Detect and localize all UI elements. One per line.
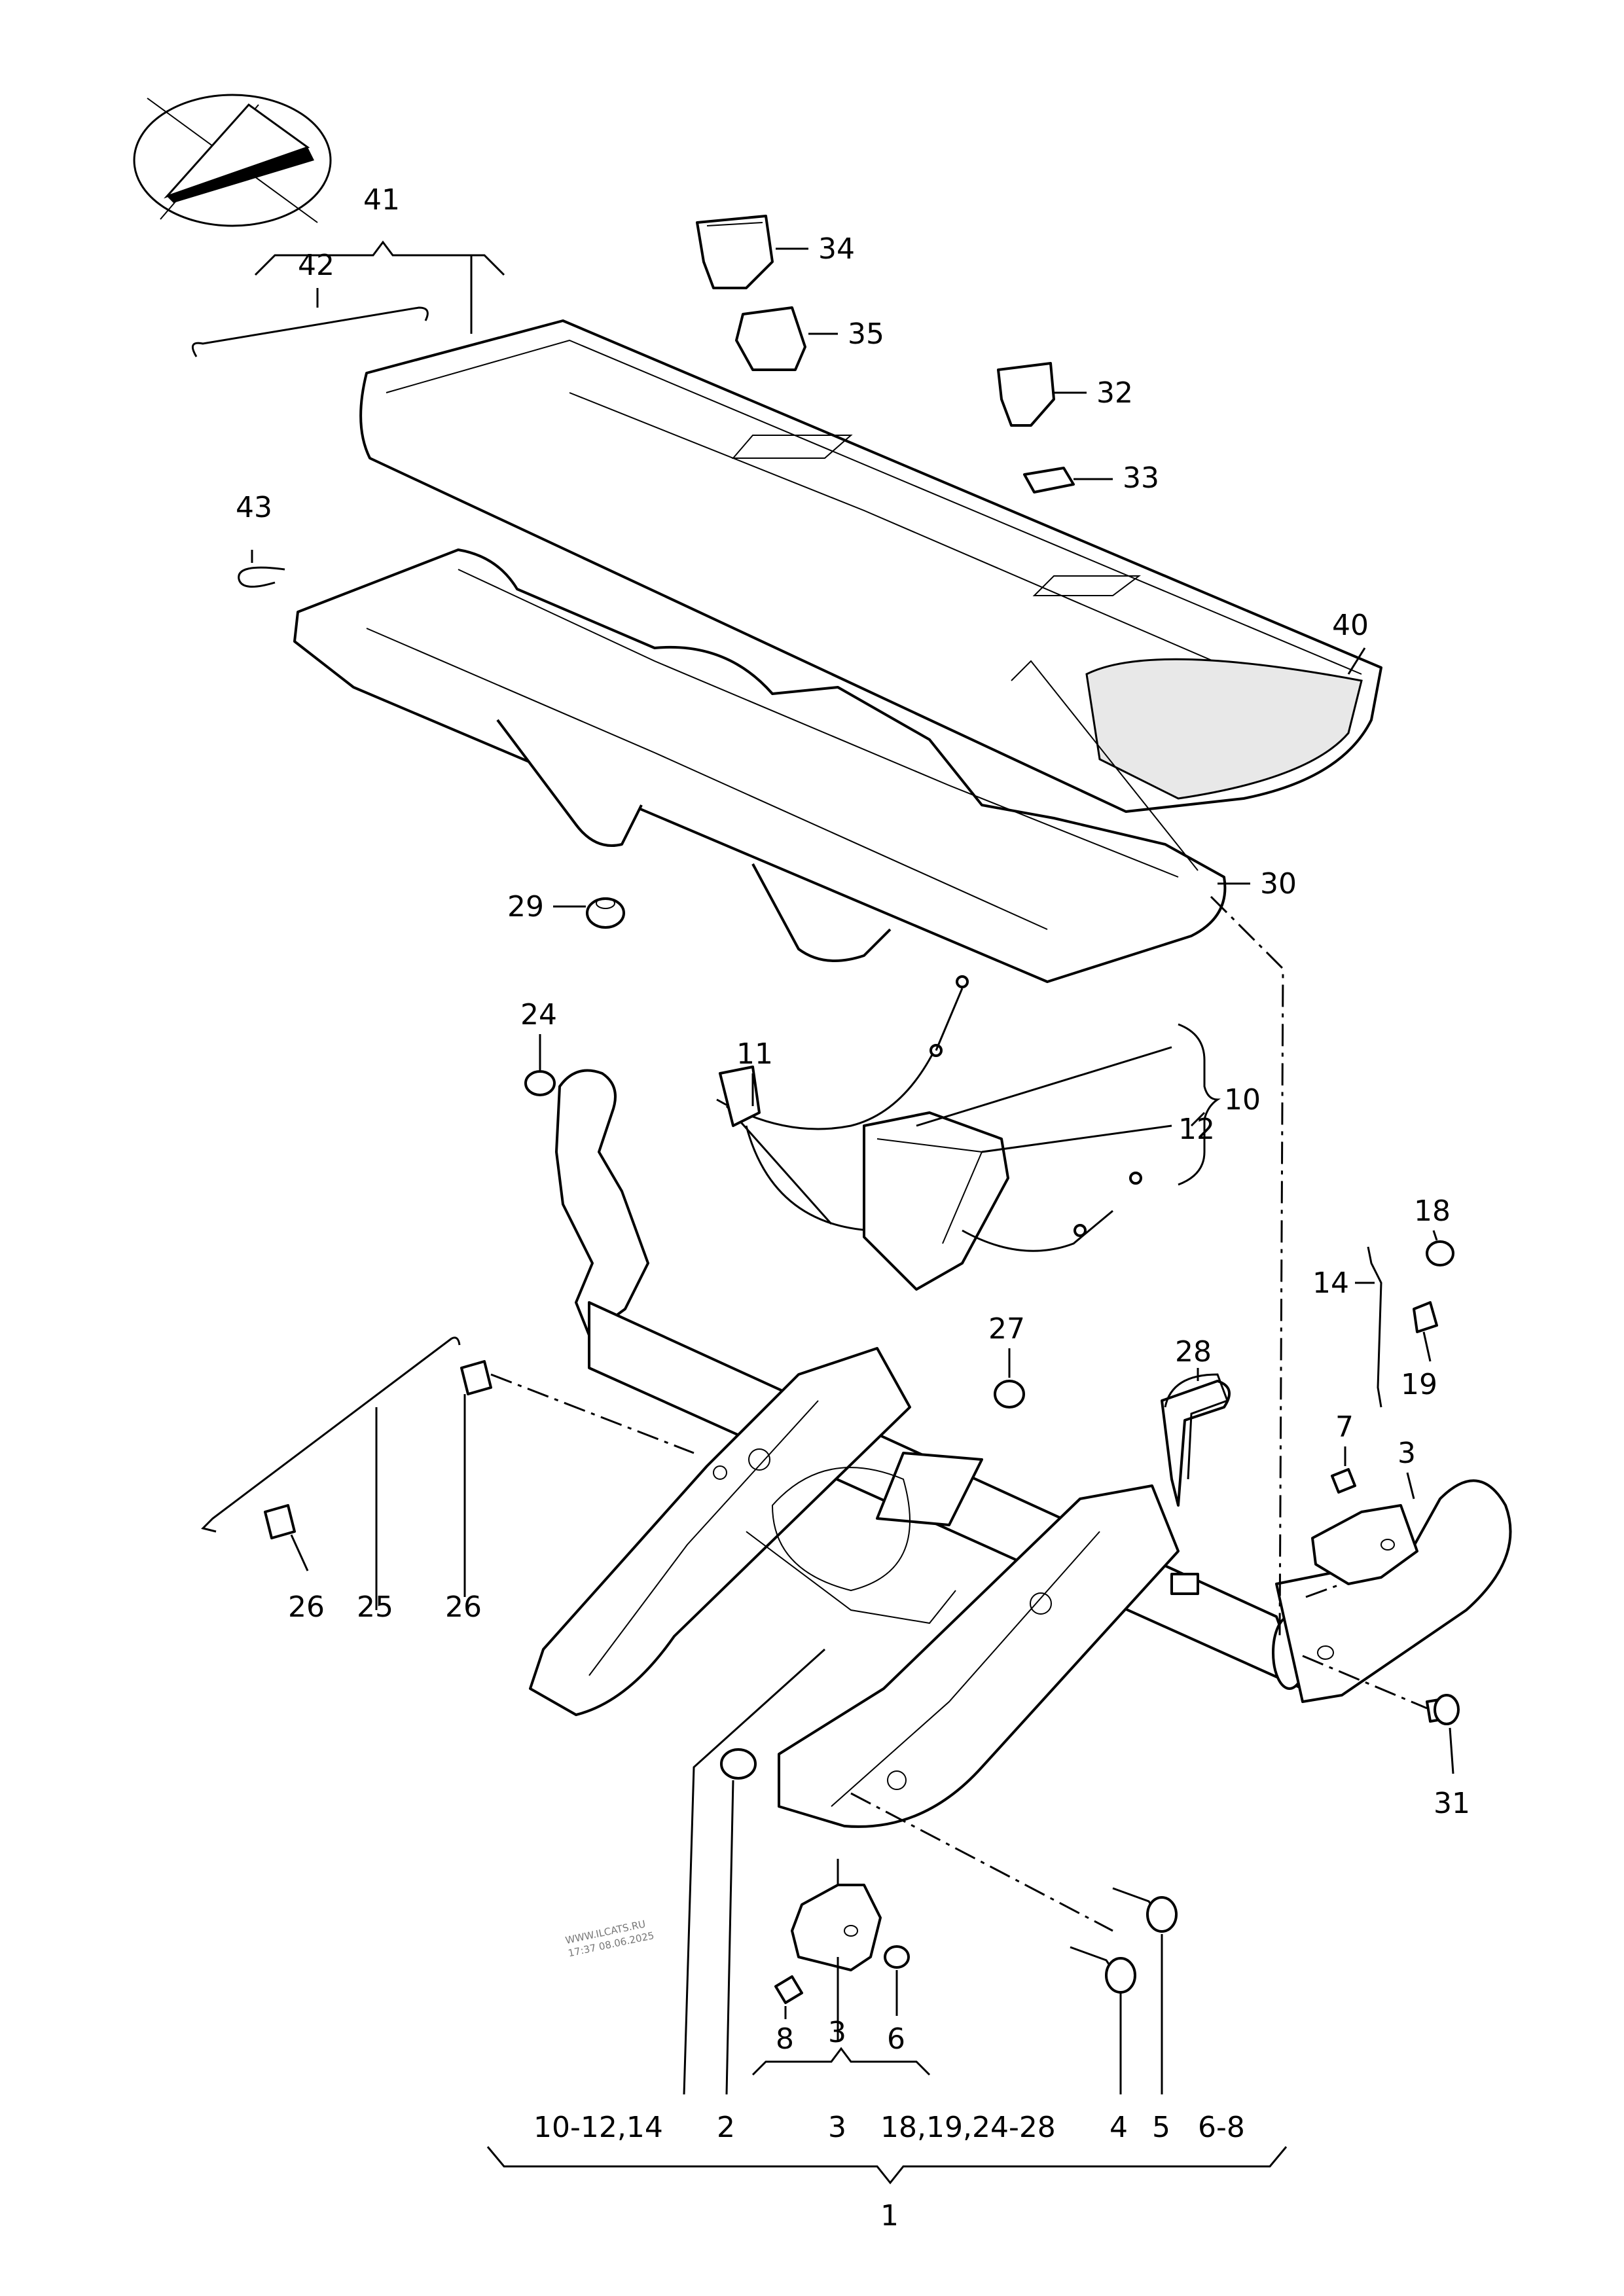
bracket-1 (486, 2146, 1288, 2185)
callout-42: 42 (298, 249, 334, 282)
callout-27: 27 (988, 1312, 1025, 1346)
group-labels: 10-12,14 2 3 18,19,24-28 4 5 6-8 (533, 2111, 1245, 2144)
part-35-guide (735, 306, 806, 371)
part-3-latch-upper (1311, 1504, 1418, 1585)
callout-40: 40 (1332, 609, 1369, 642)
callout-25: 25 (357, 1590, 393, 1624)
part-29-nut (586, 897, 625, 929)
leader-lines (251, 247, 1454, 2095)
group-label-3: 3 (828, 2111, 846, 2144)
callout-32: 32 (1096, 376, 1133, 410)
callout-labels: 34 35 32 33 40 41 42 43 30 29 24 11 10 1… (236, 183, 1470, 2233)
part-8-clip (774, 1975, 803, 2004)
part-18-nut (1426, 1240, 1454, 1266)
callout-7: 7 (1335, 1410, 1354, 1444)
bracket-41 (254, 240, 505, 334)
part-26-bracket-a (460, 1360, 492, 1395)
group-label-6-8: 6-8 (1198, 2111, 1245, 2144)
part-26-bracket-b (264, 1504, 296, 1539)
part-24-washer (524, 1070, 556, 1096)
part-11-cable (716, 975, 969, 1232)
bracket-3-lower (751, 2047, 931, 2076)
part-5-bolt (1112, 1887, 1178, 1933)
part-31-bolt (1426, 1694, 1460, 1725)
group-label-5: 5 (1152, 2111, 1170, 2144)
part-32-clip (997, 362, 1055, 427)
callout-29: 29 (507, 890, 544, 924)
callout-1: 1 (880, 2199, 899, 2233)
part-27-nut (994, 1380, 1025, 1408)
part-34-clip (696, 215, 774, 289)
callout-11: 11 (736, 1037, 773, 1071)
part-25-rod (201, 1336, 461, 1533)
callout-8: 8 (776, 2022, 794, 2056)
callout-3b: 3 (828, 2016, 846, 2049)
watermark: WWW.ILCATS.RU 17:37 08.06.2025 (564, 1918, 655, 1959)
part-4-bolt (1070, 1946, 1136, 1994)
part-43-hook (238, 566, 285, 588)
group-label-2: 2 (717, 2111, 735, 2144)
callout-14: 14 (1312, 1266, 1349, 1300)
callout-30: 30 (1260, 867, 1297, 901)
part-30-seat-pan (293, 548, 1227, 983)
part-3-latch-lower (791, 1884, 882, 1971)
part-7-clip (1331, 1468, 1356, 1494)
axis-lines (490, 660, 1428, 1932)
part-42-wire-rod (191, 306, 429, 357)
part-2-nut (720, 1748, 757, 1780)
part-33-bracket (1023, 467, 1075, 493)
callout-43: 43 (236, 491, 272, 524)
part-40-seat-cushion (359, 319, 1382, 813)
group-label-10-12-14: 10-12,14 (533, 2111, 663, 2144)
callout-18: 18 (1414, 1194, 1451, 1228)
part-12-release-handle (863, 1111, 1142, 1291)
callout-26a: 26 (288, 1590, 325, 1624)
part-14-rod (1367, 1246, 1382, 1408)
bracket-10 (1178, 1023, 1221, 1186)
part-6-cap (884, 1945, 910, 1969)
callout-41: 41 (363, 183, 400, 217)
callout-10: 10 (1224, 1083, 1261, 1117)
seat-frame-assembly (529, 1069, 1512, 1828)
orientation-compass-icon (133, 94, 332, 227)
callout-35: 35 (848, 317, 884, 351)
callout-26b: 26 (445, 1590, 482, 1624)
callout-34: 34 (818, 232, 855, 266)
callout-24: 24 (520, 998, 557, 1031)
callout-28: 28 (1175, 1335, 1212, 1369)
part-19-clip (1413, 1301, 1438, 1333)
callout-31: 31 (1434, 1787, 1470, 1820)
callout-19: 19 (1401, 1368, 1437, 1401)
group-label-18-19-24-28: 18,19,24-28 (880, 2111, 1056, 2144)
callout-6: 6 (887, 2022, 905, 2056)
callout-12: 12 (1178, 1113, 1215, 1146)
group-label-4: 4 (1110, 2111, 1128, 2144)
callout-3: 3 (1398, 1437, 1416, 1470)
callout-33: 33 (1123, 461, 1159, 495)
part-28-strap (1164, 1373, 1229, 1480)
